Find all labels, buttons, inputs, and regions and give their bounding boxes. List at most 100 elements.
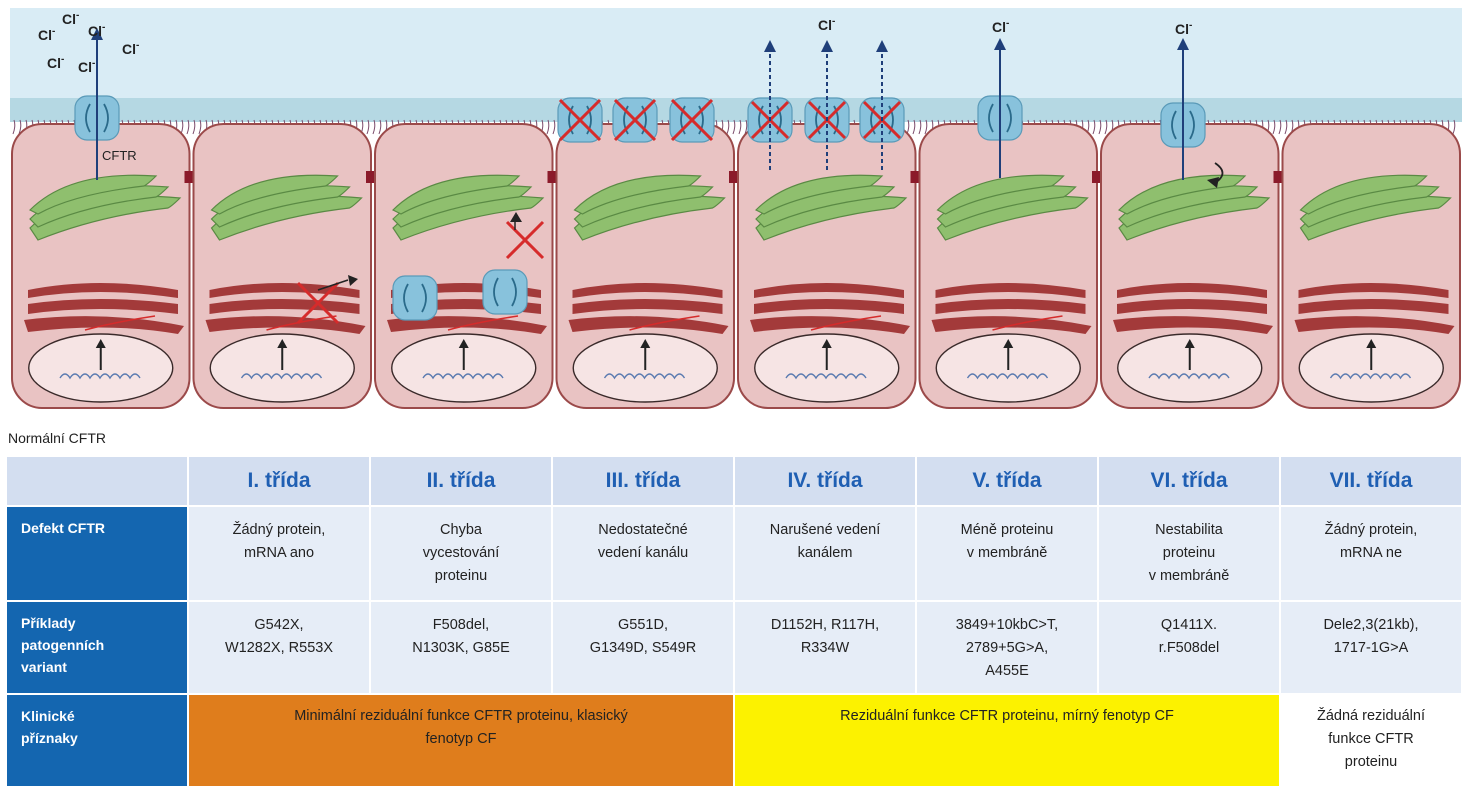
table-cell: Q1411X. r.F508del [1097, 600, 1281, 695]
class-header: IV. třída [733, 455, 917, 507]
ion-charge: - [1006, 18, 1009, 29]
cftr-label: CFTR [102, 148, 137, 163]
dna [59, 373, 141, 380]
clinical-residual-function: Reziduální funkce CFTR proteinu, mírný f… [733, 693, 1281, 788]
cftr-channel-pore [85, 103, 109, 133]
table-row: Defekt CFTR Žádný protein, mRNA ano Chyb… [5, 505, 1463, 602]
endoplasmic-reticulum [28, 283, 178, 298]
table-cell: Nedostatečné vedení kanálu [551, 505, 735, 602]
chloride-arrow-head [764, 40, 776, 52]
cftr-channel-pore [680, 105, 704, 135]
epithelial-cell [918, 123, 1104, 409]
endoplasmic-reticulum [1298, 299, 1449, 314]
dna [966, 373, 1049, 380]
chloride-arrow-head [821, 40, 833, 52]
table-corner [5, 455, 189, 507]
table-cell: Žádný protein, mRNA ne [1279, 505, 1463, 602]
endoplasmic-reticulum [935, 283, 1086, 298]
row-label-clinical: Klinické příznaky [5, 693, 189, 788]
epithelial-cells [11, 123, 1461, 409]
cftr-class-table: I. třída II. třída III. třída IV. třída … [5, 455, 1463, 788]
cftr-channel-pore [623, 105, 647, 135]
endoplasmic-reticulum [754, 283, 904, 298]
dna [603, 373, 686, 380]
epithelial-cell [1100, 123, 1286, 409]
ion-charge: - [102, 22, 105, 33]
chloride-arrow-head [994, 38, 1006, 50]
class-header: VI. třída [1097, 455, 1281, 507]
endoplasmic-reticulum [1294, 316, 1455, 334]
dna [785, 373, 867, 380]
endoplasmic-reticulum [754, 299, 904, 314]
clinical-minimal-function: Minimální reziduální funkce CFTR protein… [187, 693, 735, 788]
cftr-channel [482, 269, 528, 315]
endoplasmic-reticulum [1298, 283, 1449, 298]
golgi-apparatus [391, 174, 521, 215]
cftr-channel-pore [403, 283, 427, 313]
golgi-apparatus [28, 174, 158, 215]
mrna-strand [810, 315, 882, 331]
class-header: III. třída [551, 455, 735, 507]
golgi-apparatus [573, 174, 702, 215]
endoplasmic-reticulum [572, 299, 723, 314]
transcription-arrow-head [95, 339, 106, 348]
table-row: Příklady patogenních variant G542X, W128… [5, 600, 1463, 695]
epithelial-cell [11, 123, 197, 409]
cftr-channel-pore [1171, 110, 1195, 140]
mrna-strand [447, 315, 519, 331]
endoplasmic-reticulum [1117, 283, 1267, 298]
chloride-ion: Cl- [62, 10, 79, 27]
table-cell: 3849+10kbC>T, 2789+5G>A, A455E [915, 600, 1099, 695]
table-cell: Dele2,3(21kb), 1717-1G>A [1279, 600, 1463, 695]
diagram-caption: Normální CFTR [8, 430, 107, 446]
cftr-channel-pore [758, 105, 782, 135]
cftr-channel-pore [870, 105, 894, 135]
transcription-arrow-head [458, 339, 469, 348]
epithelial-cell [374, 123, 560, 409]
transcription-arrow-head [821, 339, 832, 348]
ion-charge: - [92, 58, 95, 69]
misfold-arrow [317, 279, 349, 291]
ion-charge: - [1189, 20, 1192, 31]
defect-cross [670, 98, 714, 142]
chloride-ion: Cl- [818, 16, 835, 33]
table-row: Klinické příznaky Minimální reziduální f… [5, 693, 1463, 788]
ion-charge: - [136, 40, 139, 51]
chloride-ion: Cl- [47, 54, 64, 71]
trafficking-arrow-head [510, 212, 522, 222]
table-cell: G542X, W1282X, R553X [187, 600, 371, 695]
clinical-no-function: Žádná reziduální funkce CFTR proteinu [1279, 693, 1463, 788]
endoplasmic-reticulum [1117, 299, 1267, 314]
defect-cross [613, 98, 657, 142]
transcription-arrow-head [1003, 339, 1014, 348]
lumen-region [10, 8, 1462, 110]
class-header: II. třída [369, 455, 553, 507]
table-cell: G551D, G1349D, S549R [551, 600, 735, 695]
recycling-arrow-head [1207, 177, 1219, 188]
chloride-ion: Cl- [38, 26, 55, 43]
class-header: VII. třída [1279, 455, 1463, 507]
dna [1148, 373, 1230, 380]
table-cell: Nestabilita proteinu v membráně [1097, 505, 1281, 602]
chloride-ion: Cl- [78, 58, 95, 75]
endoplasmic-reticulum [28, 299, 178, 314]
ion-charge: - [52, 26, 55, 37]
endoplasmic-reticulum [935, 299, 1086, 314]
chloride-arrow-head [91, 28, 103, 40]
defect-cross [296, 281, 340, 325]
ion-charge: - [61, 54, 64, 65]
epithelial-cell [737, 123, 923, 409]
mrna-strand [84, 315, 156, 331]
cftr-channel-pore [815, 105, 839, 135]
table-header-row: I. třída II. třída III. třída IV. třída … [5, 455, 1463, 507]
cftr-channel-pore [568, 105, 592, 135]
endoplasmic-reticulum [209, 299, 360, 314]
transcription-arrow-head [640, 339, 651, 348]
chloride-ion: Cl- [88, 22, 105, 39]
transcription-arrow-head [1184, 339, 1195, 348]
chloride-ion: Cl- [992, 18, 1009, 35]
endoplasmic-reticulum [1113, 316, 1273, 334]
golgi-apparatus [754, 174, 884, 215]
